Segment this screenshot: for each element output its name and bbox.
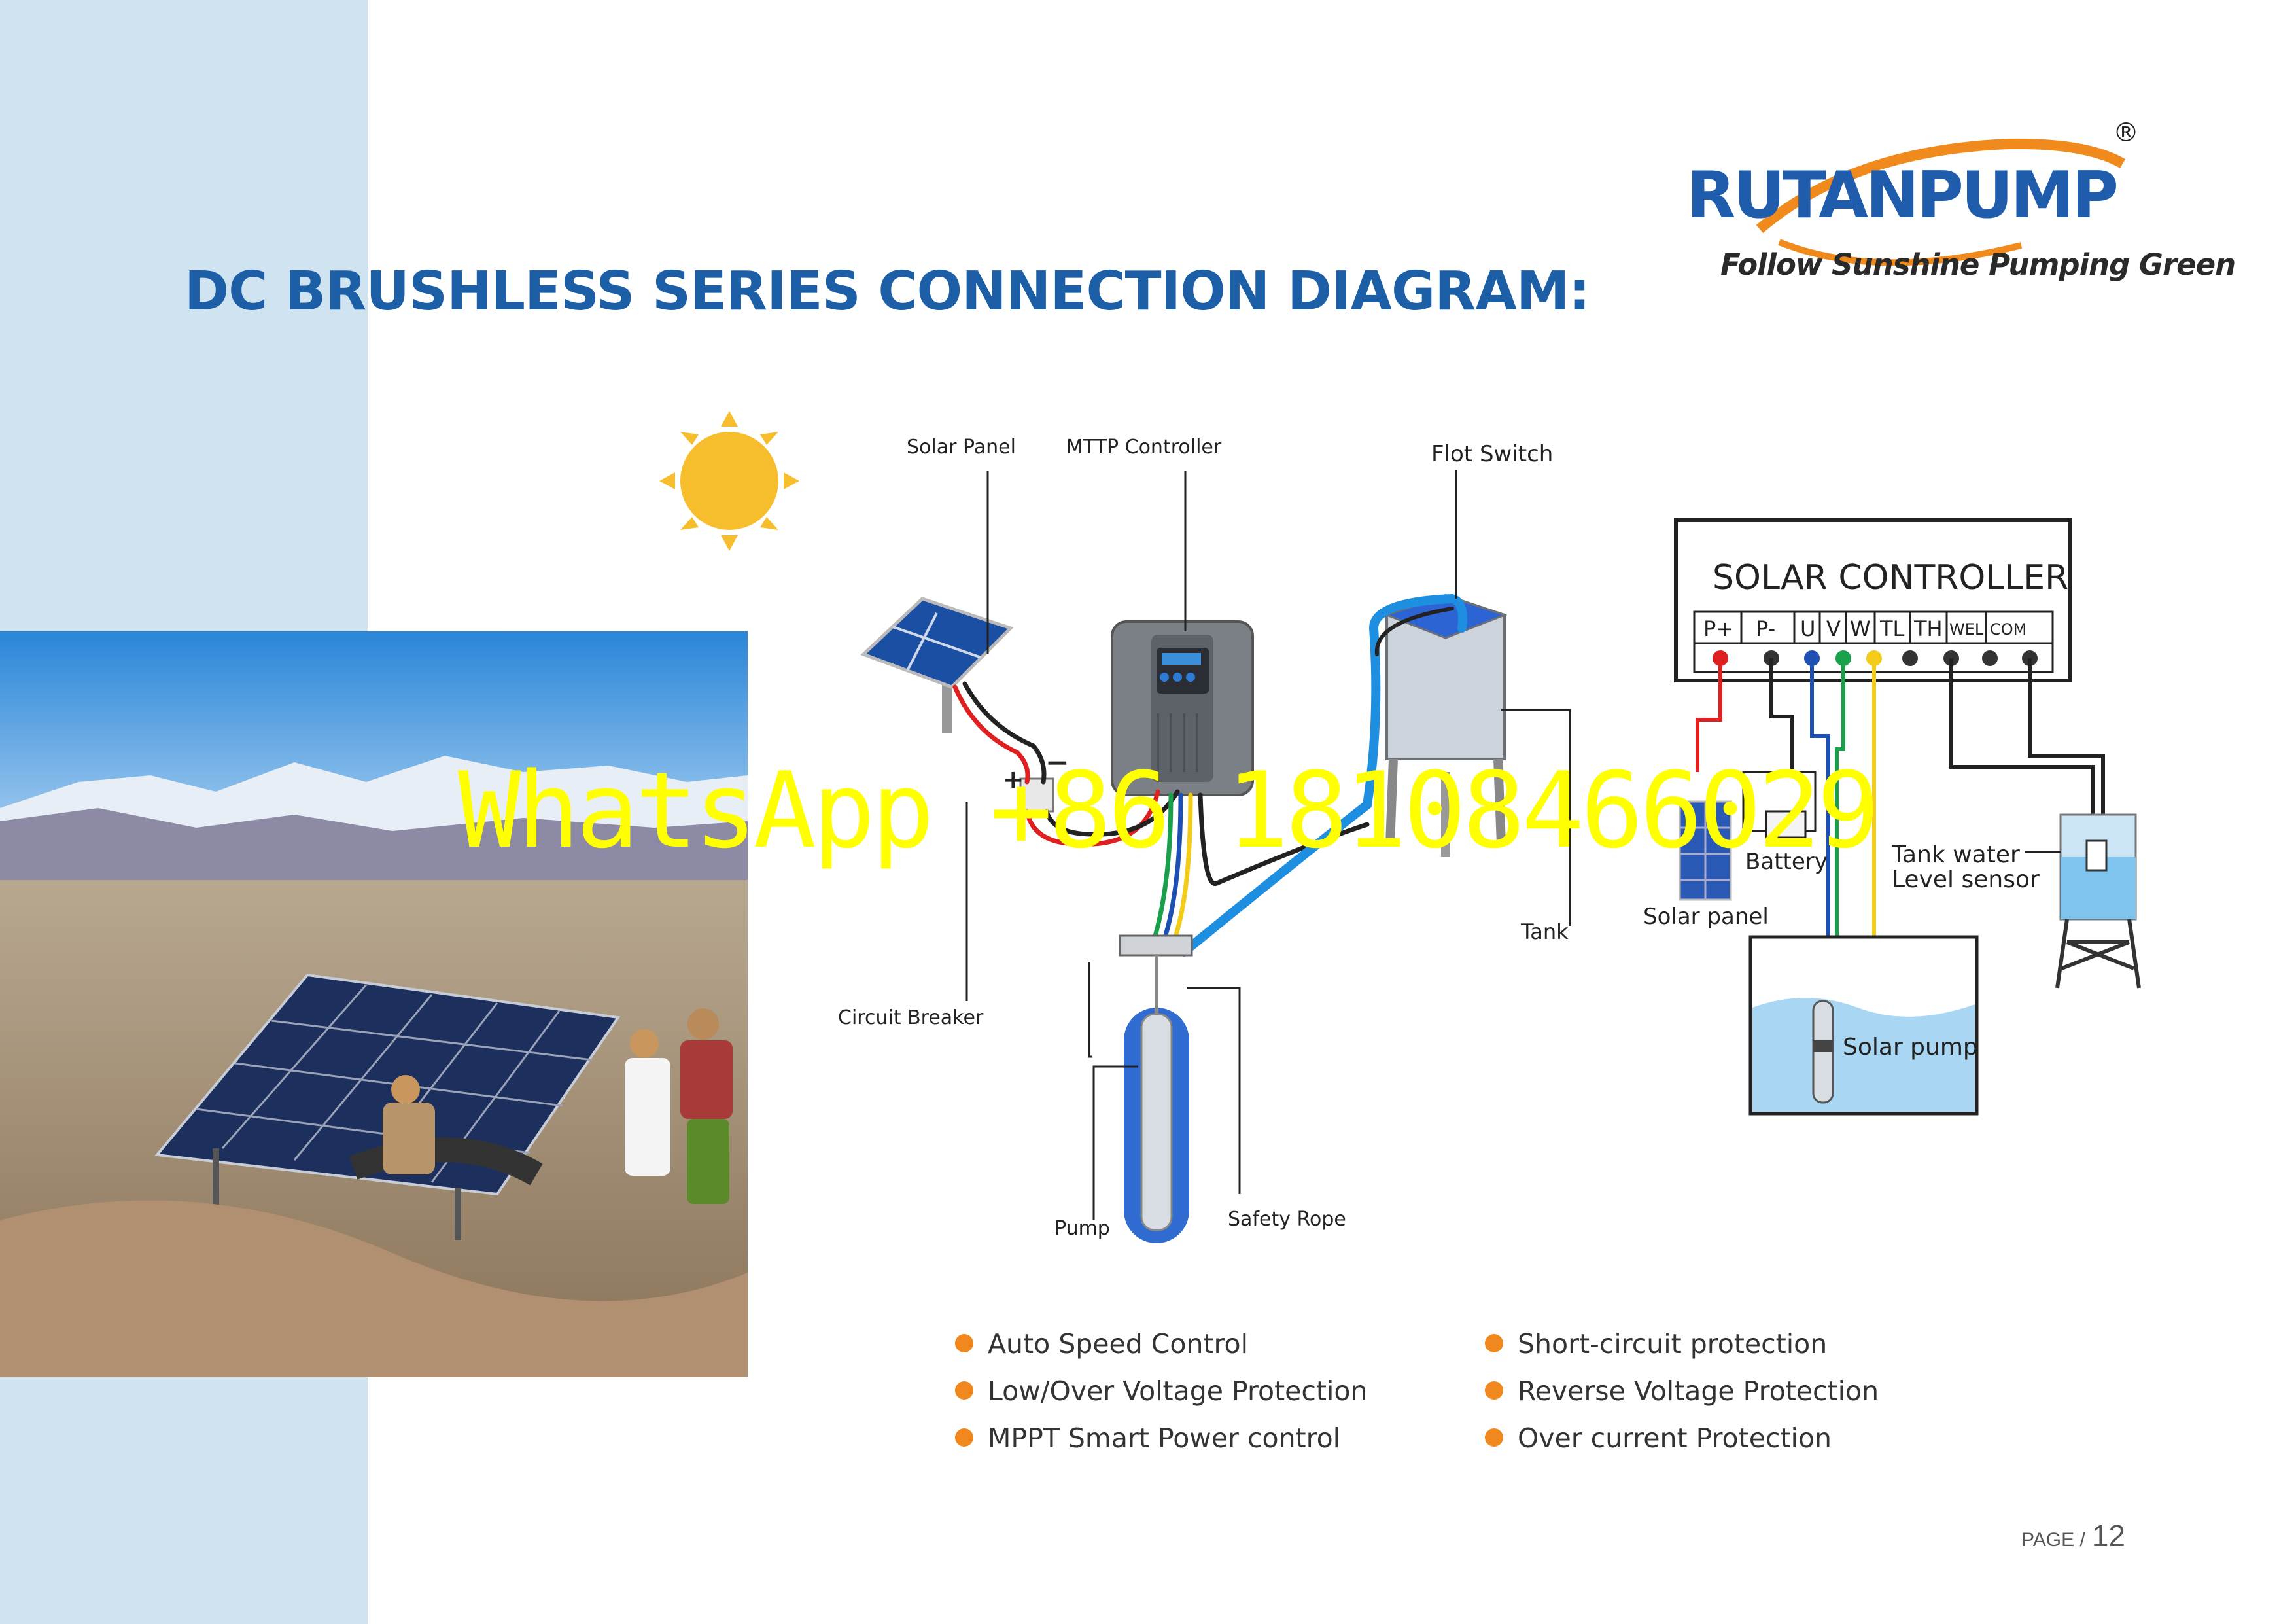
photo-solar-array [154,973,621,1240]
feature-item: MPPT Smart Power control [955,1422,1340,1454]
leader-lines [965,470,1571,1220]
circuit-breaker-icon: + − [1002,746,1070,813]
page-label: PAGE / [2021,1529,2085,1551]
feature-text: Over current Protection [1518,1422,1832,1454]
terminal-v: V [1826,616,1841,641]
small-solar-panel-icon [1679,800,1732,901]
brand-registered-mark: ® [2113,118,2139,148]
label-level-sensor: Level sensor [1892,866,2040,893]
label-pump: Pump [1054,1217,1110,1240]
label-circuit-breaker: Circuit Breaker [838,1006,984,1029]
terminal-p-minus: P- [1756,616,1775,641]
feature-text: Short-circuit protection [1518,1328,1828,1360]
brand-tagline: Follow Sunshine Pumping Green [1720,247,2236,282]
solar-panel-icon [860,597,1014,733]
label-mttp-controller: MTTP Controller [1066,436,1222,459]
bullet-icon [1485,1428,1503,1447]
water-tower-icon [2055,813,2141,989]
page-num: 12 [2091,1519,2125,1553]
terminal-com: COM [1990,620,2026,639]
feature-text: MPPT Smart Power control [988,1422,1341,1454]
bullet-icon [955,1428,973,1447]
label-flot-switch: Flot Switch [1431,441,1553,467]
label-small-solar-panel: Solar panel [1643,904,1769,930]
photo-pipe [349,1137,543,1186]
terminal-tl: TL [1879,616,1905,641]
feature-text: Low/Over Voltage Protection [988,1375,1368,1407]
whatsapp-watermark: WhatsApp +86 18108466029 [458,749,1880,872]
page-title: DC BRUSHLESS SERIES CONNECTION DIAGRAM: [184,260,1590,323]
label-safety-rope: Safety Rope [1228,1208,1346,1231]
battery-icon [1742,771,1817,839]
terminal-th: TH [1913,616,1943,641]
label-solar-panel: Solar Panel [907,436,1016,459]
svg-text:+: + [1002,765,1024,795]
terminal-wel: WEL [1949,620,1984,639]
terminal-dot-tl [1902,650,1918,666]
photo-snow-mountains [0,756,748,841]
label-battery: Battery [1745,849,1828,875]
label-tank-water: Tank water [1891,841,2020,868]
feature-item: Short-circuit protection [1485,1328,1827,1360]
bullet-icon [955,1334,973,1352]
terminal-u: U [1800,616,1815,641]
brand-swoosh [1756,138,2126,266]
feature-item: Low/Over Voltage Protection [955,1375,1367,1407]
svg-text:−: − [1045,746,1070,779]
brand-name: RUTANPUMP [1686,158,2119,233]
label-tank: Tank [1520,919,1569,944]
feature-item: Reverse Voltage Protection [1485,1375,1879,1407]
label-solar-pump: Solar pump [1843,1034,1978,1061]
bullet-icon [1485,1334,1503,1352]
feature-text: Auto Speed Control [988,1328,1248,1360]
photo-dirt-mound [0,1200,748,1377]
terminal-w: W [1850,616,1871,641]
brand-logo: RUTANPUMP ® Follow Sunshine Pumping Gree… [1681,118,2236,294]
feature-item: Over current Protection [1485,1422,1832,1454]
bullet-icon [955,1381,973,1400]
well-solar-pump-icon [1748,935,1979,1116]
sun-icon [659,411,799,551]
installation-photo [0,631,748,1377]
photo-workers [383,1008,733,1204]
borehole-pump-icon [1119,934,1193,1243]
bullet-icon [1485,1381,1503,1400]
mttp-controller-icon [1111,620,1254,796]
terminal-dot-wel [1982,650,1998,666]
photo-mountain-range [0,808,748,893]
solar-controller-box: SOLAR CONTROLLER P+ P- U V W TL TH WEL C… [1674,518,2072,682]
controller-wiring [1696,658,2105,942]
page-number: PAGE / 12 [2021,1518,2125,1553]
feature-item: Auto Speed Control [955,1328,1248,1360]
terminal-p-plus: P+ [1703,616,1733,641]
feature-text: Reverse Voltage Protection [1518,1375,1879,1407]
solar-controller-title: SOLAR CONTROLLER [1713,558,2068,597]
